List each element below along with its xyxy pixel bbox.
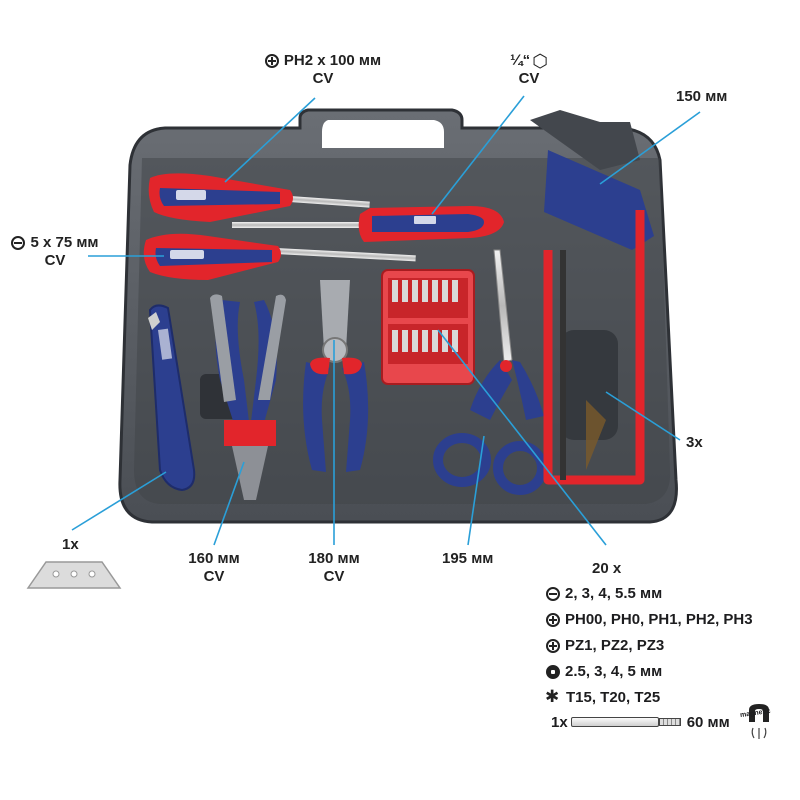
- leader-lines: [71, 95, 701, 546]
- leader-scissors: [467, 435, 485, 546]
- phillips-icon: [264, 54, 279, 68]
- bit-holder-icon: [570, 716, 683, 728]
- torx-icon: [545, 687, 561, 707]
- leader-blades: [605, 391, 681, 441]
- bit-spec-row: PH00, PH0, PH1, PH2, PH3: [546, 611, 753, 637]
- hexagon-icon: ⬡: [532, 51, 548, 71]
- combination-pliers: [303, 280, 369, 472]
- label-saw-blades: 3x: [686, 434, 703, 451]
- leader-pliers-160: [213, 461, 245, 546]
- screwdriver-ph2: [148, 173, 370, 222]
- bit-box: [381, 269, 475, 385]
- screwdriver-bit-holder: [232, 206, 504, 242]
- bit-spec-row: T15, T20, T25: [545, 687, 753, 715]
- bit-spec-text: 2.5, 3, 4, 5 мм: [565, 663, 663, 680]
- pliers-160-size: 160 мм: [188, 550, 240, 567]
- label-hex-holder: ¼“⬡ CV: [494, 52, 564, 88]
- bit-holder-count: 1x: [551, 714, 568, 731]
- label-ph2-screwdriver: PH2 x 100 мм CV: [248, 52, 398, 88]
- scissors: [433, 249, 547, 495]
- label-slotted-screwdriver: 5 x 75 мм CV: [2, 234, 108, 270]
- hex-socket-icon: [546, 665, 560, 679]
- bit-spec-text: T15, T20, T25: [566, 689, 661, 706]
- pozidriv-icon: [546, 639, 560, 653]
- hex-material: CV: [518, 70, 540, 87]
- leader-blade: [71, 471, 167, 531]
- diagonal-pliers: [210, 294, 286, 500]
- slotted-size: 5 x 75 мм: [30, 234, 99, 251]
- pliers-160-material: CV: [203, 568, 225, 585]
- utility-knife: [148, 304, 196, 492]
- slotted-icon: [546, 587, 560, 601]
- leader-hex: [431, 95, 525, 215]
- slotted-icon: [11, 236, 26, 250]
- slotted-material: CV: [44, 252, 66, 269]
- ph2-material: CV: [312, 70, 334, 87]
- label-hacksaw: 150 мм: [676, 88, 728, 105]
- label-bits-count: 20 x: [592, 560, 622, 577]
- bit-holder-length: 60 мм: [686, 714, 730, 731]
- label-pliers-180: 180 мм CV: [296, 550, 372, 586]
- bit-spec-row: PZ1, PZ2, PZ3: [546, 637, 753, 663]
- bit-holder-row: 1x 60 мм: [551, 714, 730, 731]
- label-scissors: 195 мм: [442, 550, 494, 567]
- screwdriver-slotted: [143, 233, 416, 280]
- spare-blade-icon: [26, 561, 122, 589]
- hex-size: ¼“: [510, 52, 531, 69]
- bit-spec-text: 2, 3, 4, 5.5 мм: [565, 585, 663, 602]
- phillips-icon: [546, 613, 560, 627]
- bit-spec-text: PZ1, PZ2, PZ3: [565, 637, 665, 654]
- ph2-size: PH2 x 100 мм: [283, 52, 382, 69]
- pliers-180-material: CV: [323, 568, 345, 585]
- bit-spec-row: 2.5, 3, 4, 5 мм: [546, 663, 753, 689]
- label-spare-blade: 1x: [62, 536, 79, 553]
- bit-spec-list: 2, 3, 4, 5.5 мм PH00, PH0, PH1, PH2, PH3…: [545, 585, 753, 715]
- label-pliers-160: 160 мм CV: [176, 550, 252, 586]
- bit-spec-row: 2, 3, 4, 5.5 мм: [546, 585, 753, 611]
- leader-ph2: [224, 97, 316, 183]
- leader-hacksaw: [599, 111, 701, 185]
- magnet-icon: magnetic: [740, 702, 774, 742]
- leader-bits: [437, 329, 607, 546]
- pliers-180-size: 180 мм: [308, 550, 360, 567]
- bit-spec-text: PH00, PH0, PH1, PH2, PH3: [565, 611, 753, 628]
- hacksaw: [543, 150, 654, 485]
